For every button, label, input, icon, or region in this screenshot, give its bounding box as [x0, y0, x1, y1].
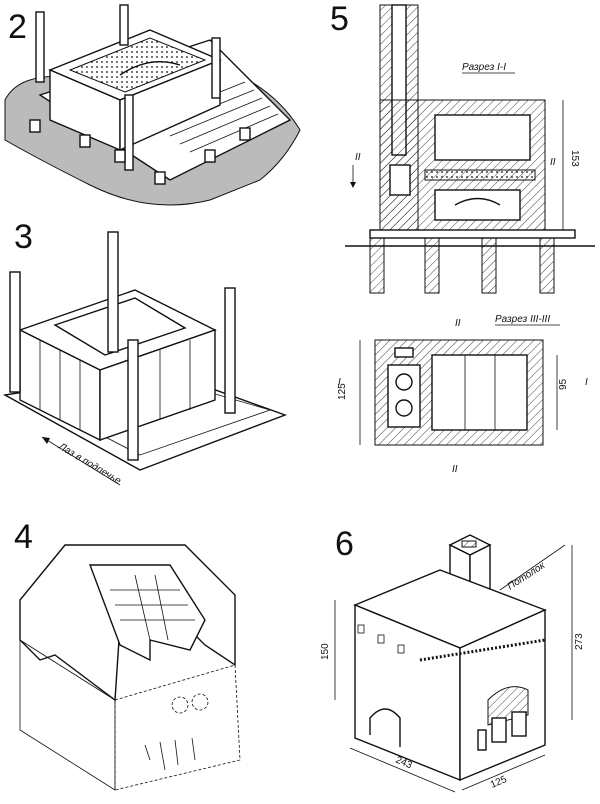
- dim-125-iso: 125: [489, 774, 509, 791]
- panel-6-number: 6: [335, 525, 354, 563]
- post: [35, 11, 45, 83]
- post: [9, 271, 21, 393]
- panel-3-number: 3: [14, 218, 33, 256]
- firebox-well: [88, 564, 206, 662]
- post: [211, 37, 221, 99]
- post: [107, 231, 119, 353]
- dim-150: 150: [320, 643, 331, 660]
- post: [224, 287, 236, 414]
- panel-4-number: 4: [14, 518, 33, 556]
- mark-II-right: II: [550, 157, 556, 168]
- mark-II-left: II: [355, 152, 361, 163]
- dim-273: 273: [574, 633, 585, 650]
- post: [119, 4, 129, 46]
- box-side: [119, 58, 221, 152]
- post: [124, 94, 134, 171]
- panel-2-foundation-frame: 2: [4, 4, 301, 206]
- plan-chamber: [431, 354, 528, 431]
- burner-1: [395, 373, 413, 391]
- dim-125-plan: 125: [337, 383, 348, 400]
- burner-2: [395, 399, 413, 417]
- dim-95: 95: [558, 378, 569, 390]
- panel-2-number: 2: [8, 8, 27, 46]
- post: [127, 339, 139, 461]
- mark-II-top: II: [455, 318, 461, 329]
- lower-side-dashed: [114, 664, 241, 791]
- upper-chamber: [434, 114, 531, 161]
- ceiling-label: Потолок: [506, 560, 549, 593]
- mark-II-bottom: II: [452, 464, 458, 475]
- dim-153: 153: [569, 150, 580, 167]
- mark-I-left: I: [338, 377, 341, 388]
- panel-5-number: 5: [330, 0, 349, 38]
- section-1-title: Разрез I-I: [462, 62, 506, 73]
- panel-6-stove-isometric: 6 Потолок 150 273 243 125: [320, 525, 585, 793]
- panel-4-stove-top-view: 4: [14, 518, 241, 791]
- section-3-title: Разрез III-III: [495, 314, 550, 325]
- hatch-arrow: [41, 436, 121, 486]
- panel-5-sections: 5 Разрез I-I II II 153 Разрез III-III II: [330, 0, 595, 475]
- lower-front: [19, 639, 116, 791]
- panel-3-frame-with-hatch: 3 Лаз в подпечье: [2, 218, 288, 487]
- firebox-chamber: [434, 189, 521, 221]
- mark-I-right: I: [585, 377, 588, 388]
- under-stove-arch: [369, 708, 401, 747]
- sand-fill: [68, 37, 207, 93]
